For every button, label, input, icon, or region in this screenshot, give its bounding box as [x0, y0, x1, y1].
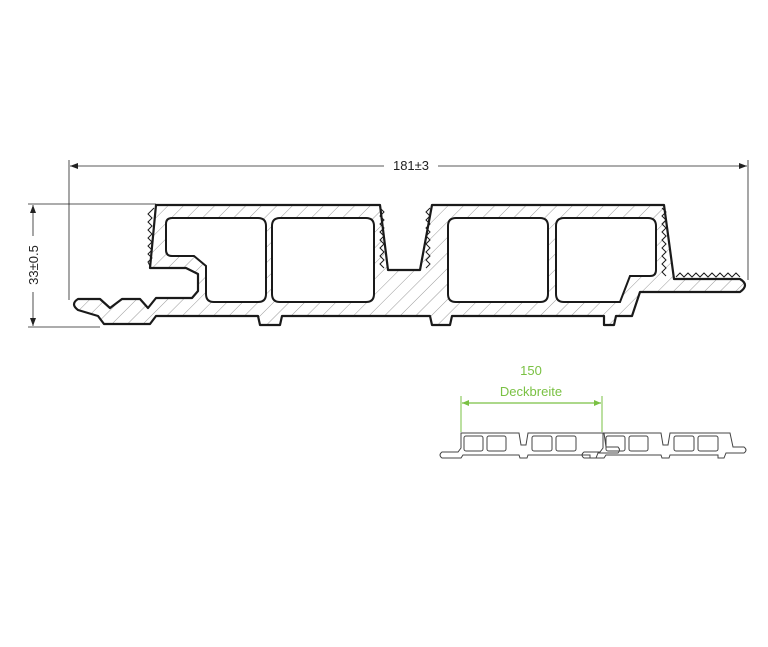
height-dimension-label: 33±0.5 — [26, 245, 41, 285]
coverage-dimension: 150 Deckbreite — [460, 363, 603, 432]
chamber-3 — [447, 217, 549, 303]
height-dimension: 33±0.5 — [24, 203, 156, 328]
main-profile-section — [72, 203, 747, 327]
chamber-4 — [555, 217, 657, 303]
chamber-2 — [271, 217, 375, 303]
board-a-outline — [439, 432, 620, 459]
chamber-1 — [165, 217, 267, 303]
coverage-caption: Deckbreite — [500, 384, 562, 399]
board-b-outline — [581, 432, 747, 459]
width-dimension-label: 181±3 — [393, 158, 429, 173]
width-dimension: 181±3 — [68, 157, 749, 300]
assembled-boards-detail — [439, 432, 747, 459]
surface-grooves — [147, 207, 741, 278]
coverage-value-label: 150 — [520, 363, 542, 378]
